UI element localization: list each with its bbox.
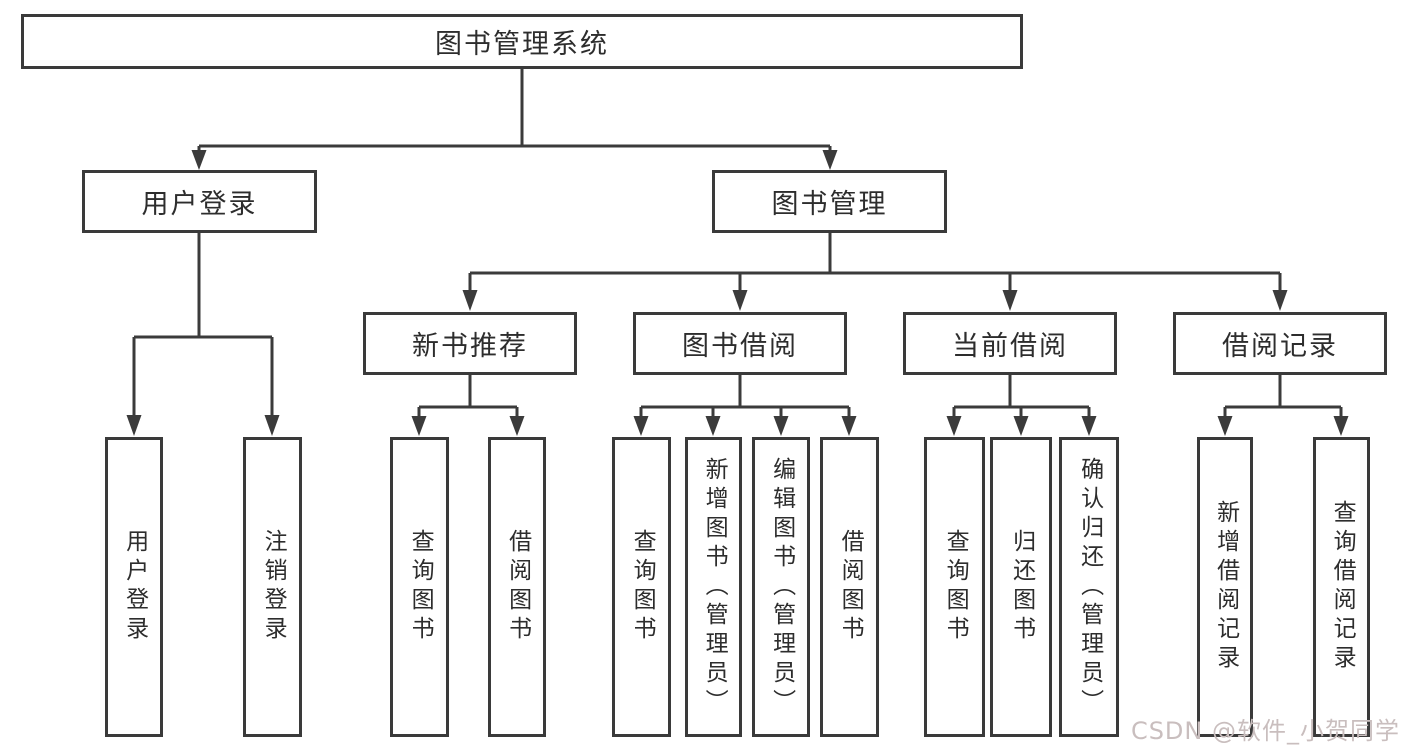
leaf-logout: 注销登录 (243, 437, 302, 737)
node-borrow-records-label: 借阅记录 (1222, 331, 1338, 362)
leaf-logout-label: 注销登录 (260, 529, 287, 645)
node-new-book-recommend-label: 新书推荐 (412, 331, 528, 362)
leaf-query-books-3: 查询图书 (924, 437, 985, 737)
csdn-watermark: CSDN @软件_小贺同学 (1130, 717, 1400, 745)
node-current-borrow: 当前借阅 (903, 312, 1117, 375)
leaf-borrow-books-1: 借阅图书 (488, 437, 546, 737)
leaf-return-book-label: 归还图书 (1008, 529, 1035, 645)
leaf-query-books-1-label: 查询图书 (407, 529, 434, 645)
node-library-system-label: 图书管理系统 (435, 29, 609, 60)
leaf-confirm-return-admin: 确认归还（管理员） (1059, 437, 1119, 737)
leaf-borrow-books-2: 借阅图书 (820, 437, 879, 737)
leaf-edit-book-admin: 编辑图书（管理员） (752, 437, 810, 737)
node-library-system: 图书管理系统 (21, 14, 1023, 69)
leaf-add-book-admin: 新增图书（管理员） (685, 437, 742, 737)
leaf-query-books-1: 查询图书 (390, 437, 449, 737)
node-book-borrow: 图书借阅 (633, 312, 847, 375)
node-book-management: 图书管理 (712, 170, 947, 233)
node-book-borrow-label: 图书借阅 (682, 331, 798, 362)
leaf-add-book-admin-label: 新增图书（管理员） (701, 456, 728, 718)
leaf-return-book: 归还图书 (990, 437, 1052, 737)
node-new-book-recommend: 新书推荐 (363, 312, 577, 375)
node-book-management-label: 图书管理 (771, 189, 888, 220)
leaf-query-books-2-label: 查询图书 (629, 529, 656, 645)
node-user-login: 用户登录 (82, 170, 317, 233)
node-borrow-records: 借阅记录 (1173, 312, 1387, 375)
leaf-query-borrow-record: 查询借阅记录 (1313, 437, 1370, 737)
leaf-edit-book-admin-label: 编辑图书（管理员） (768, 456, 795, 718)
leaf-user-login: 用户登录 (105, 437, 163, 737)
leaf-borrow-books-1-label: 借阅图书 (504, 529, 531, 645)
leaf-query-books-2: 查询图书 (612, 437, 671, 737)
leaf-query-borrow-record-label: 查询借阅记录 (1329, 500, 1356, 674)
leaf-user-login-label: 用户登录 (121, 529, 148, 645)
leaf-add-borrow-record: 新增借阅记录 (1197, 437, 1253, 737)
node-user-login-label: 用户登录 (141, 189, 258, 220)
leaf-confirm-return-admin-label: 确认归还（管理员） (1076, 456, 1103, 718)
leaf-query-books-3-label: 查询图书 (942, 529, 969, 645)
leaf-borrow-books-2-label: 借阅图书 (837, 529, 864, 645)
leaf-add-borrow-record-label: 新增借阅记录 (1212, 500, 1239, 674)
node-current-borrow-label: 当前借阅 (952, 331, 1068, 362)
